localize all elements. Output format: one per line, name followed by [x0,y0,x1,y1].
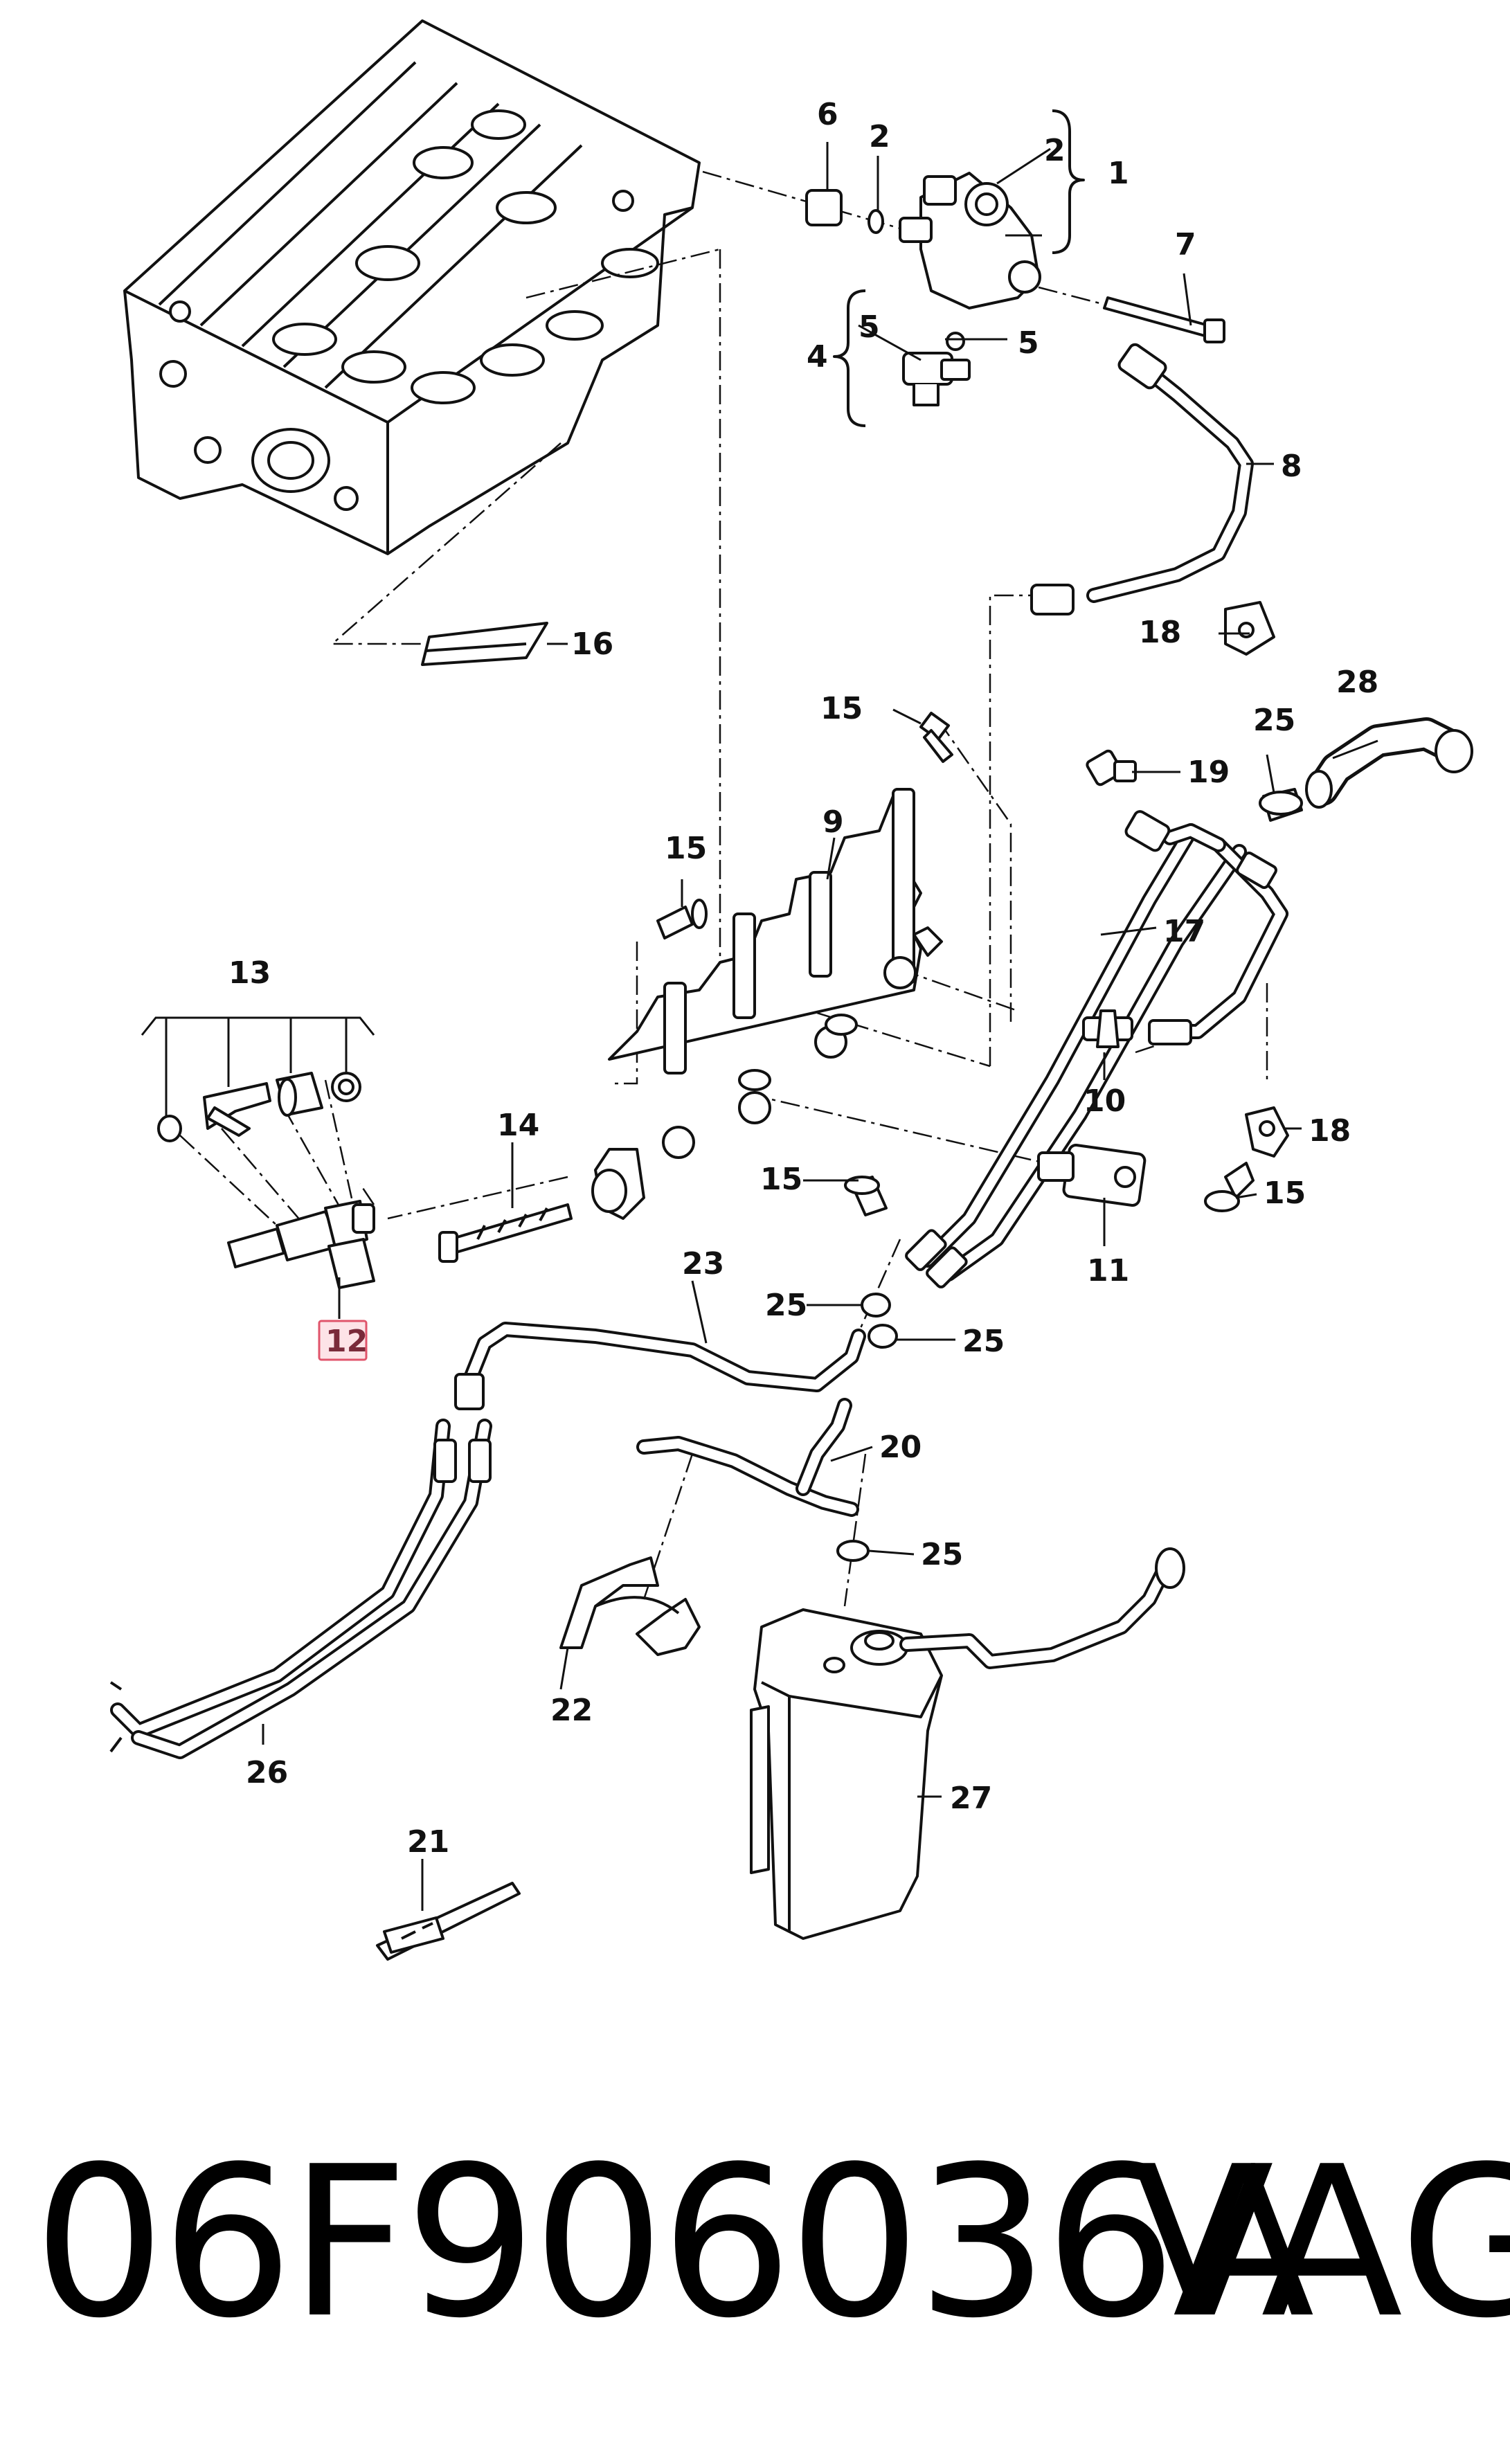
callout-20: 20 [879,1430,922,1465]
bolt-rail-bottom [844,1176,888,1216]
rail-end-fitting [591,1148,645,1220]
callout-labels: 1 2 2 4 5 5 6 7 8 9 10 11 12 13 14 15 15… [228,97,1378,1860]
callout-21: 21 [407,1824,449,1860]
callout-18-bottom: 18 [1309,1113,1351,1149]
line-clip [376,1882,521,1961]
exploded-parts-diagram: 1 2 2 4 5 5 6 7 8 9 10 11 12 13 14 15 15… [109,19,1473,1961]
callout-15-lower: 15 [760,1162,802,1197]
bolt-rail-top [656,899,708,939]
pressure-line [1124,810,1288,1045]
fuel-pressure-sensor [1037,1143,1147,1207]
pipe-bracket [1224,601,1275,656]
callout-27: 27 [950,1781,992,1816]
bolt-upper [919,712,953,763]
cylinder-head [123,19,701,555]
callout-1: 1 [1108,156,1129,191]
callout-15-top: 15 [820,691,863,726]
callout-25-top: 25 [1253,703,1295,738]
leader-lines [262,142,1378,1911]
callout-11: 11 [1087,1253,1129,1288]
bolt-bracket [1204,1162,1255,1212]
callout-7: 7 [1175,227,1196,262]
callout-12: 12 [325,1324,368,1359]
o-ring [868,209,884,234]
brace-1 [1052,109,1085,254]
callout-15-rail: 15 [665,831,707,866]
callout-25-left: 25 [765,1288,807,1323]
callout-2-right: 2 [1044,133,1066,168]
purge-hose [636,1398,859,1517]
fuel-rail [608,788,943,1159]
callout-17: 17 [1163,914,1205,949]
pipe-bracket-lower [1245,1106,1289,1158]
callout-5-ring: 5 [1018,325,1039,361]
pressure-sensor [902,352,971,406]
canister-bracket [559,1556,701,1656]
mounting-bolt [438,1203,573,1263]
callout-13: 13 [228,955,271,991]
callout-6: 6 [817,97,838,132]
callout-28: 28 [1336,665,1378,700]
injector-seal-kit [141,1016,375,1142]
pump-bolt [1103,296,1225,343]
brand-name: VAG [1132,2122,1510,2364]
pipe-union [1082,1009,1133,1048]
seal-ring [946,332,965,351]
callout-10: 10 [1084,1083,1126,1119]
callout-12-highlight [318,1320,368,1361]
fuel-injector [227,1200,375,1289]
callout-22: 22 [550,1693,593,1728]
callout-26: 26 [246,1755,288,1790]
brace-4 [833,289,866,427]
hose-clamp-top [1259,788,1303,822]
callout-19: 19 [1187,755,1230,790]
callout-5-brace: 5 [859,309,880,345]
callout-2-top: 2 [869,119,890,154]
pump-bushing [805,189,843,226]
callout-9: 9 [823,804,844,840]
high-pressure-line [1030,343,1254,615]
callout-16: 16 [571,627,613,662]
callout-8: 8 [1281,449,1302,484]
charcoal-canister [750,1547,1185,1940]
vent-hose [454,1322,866,1410]
high-pressure-pump [899,172,1041,309]
callout-25-right: 25 [962,1324,1005,1359]
callout-25-canister: 25 [921,1537,963,1572]
callout-4: 4 [807,339,828,375]
callout-18-top: 18 [1139,615,1181,650]
coolant-hose [1305,717,1473,809]
callout-23: 23 [682,1246,724,1282]
union-bolt [1086,749,1137,786]
part-number: 06F906036A [33,2122,1315,2364]
fuel-line-pair [905,823,1247,1288]
fuel-supply-lines [109,1419,492,1759]
callout-14: 14 [497,1108,539,1143]
heat-shield [421,622,548,666]
clamps-mid [836,1293,898,1562]
callout-15-right: 15 [1264,1176,1306,1211]
